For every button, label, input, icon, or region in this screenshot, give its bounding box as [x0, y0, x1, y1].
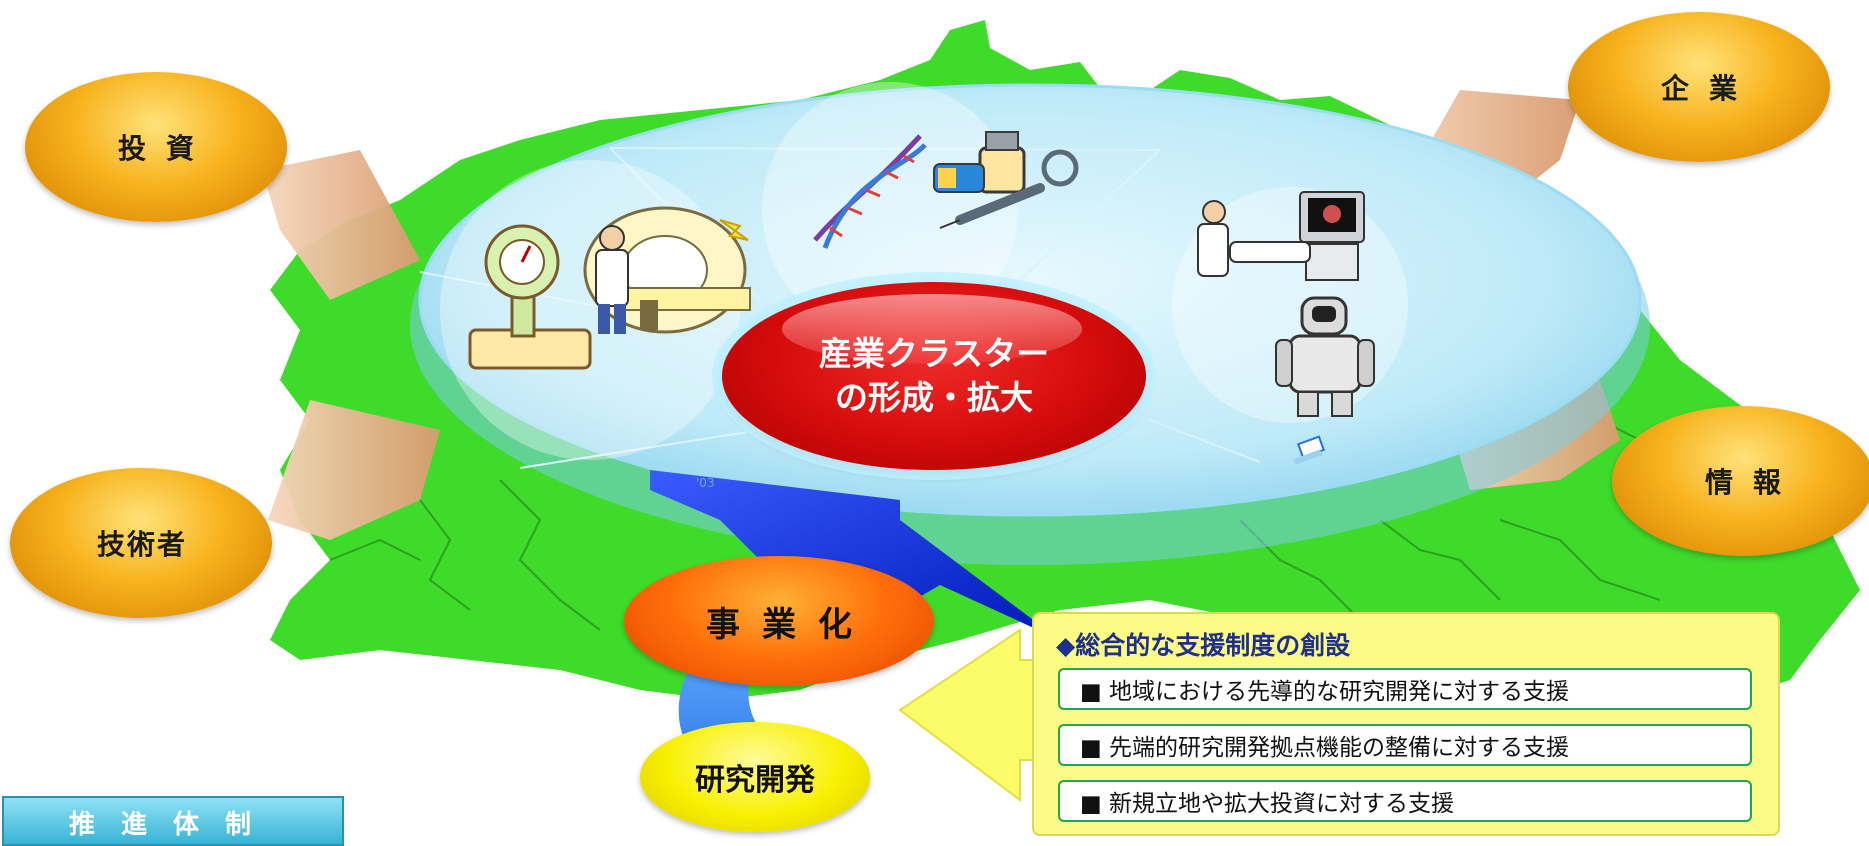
- disc-small-label: '03: [696, 476, 715, 490]
- scale-icon: [468, 224, 592, 370]
- medicine-bottle-icon: [933, 131, 1026, 194]
- support-title: ◆総合的な支援制度の創設: [1056, 631, 1351, 660]
- promotion-system-tab[interactable]: 推進体制: [2, 796, 344, 846]
- commercialization-oval: 事業化: [624, 556, 934, 686]
- companies-oval: 企業: [1568, 12, 1830, 162]
- core-label-line2: の形成・拡大: [835, 378, 1033, 417]
- companies-label: 企業: [1660, 72, 1757, 105]
- support-item: ■ 新規立地や拡大投資に対する支援: [1058, 780, 1752, 822]
- information-label: 情報: [1704, 466, 1801, 499]
- engineers-label: 技術者: [96, 528, 187, 561]
- core-highlight: [782, 294, 1082, 364]
- syringe-icon: [939, 149, 1079, 229]
- ultrasound-exam-icon: [1197, 191, 1365, 281]
- investment-oval: 投資: [25, 72, 287, 222]
- rnd-label: 研究開発: [695, 763, 815, 798]
- laptop-icon: [1293, 435, 1326, 465]
- engineers-oval: 技術者: [10, 468, 272, 618]
- information-oval: 情報: [1612, 406, 1869, 556]
- core-label-line1: 産業クラスター: [818, 334, 1050, 373]
- support-measures-box: ◆総合的な支援制度の創設 ■ 地域における先導的な研究開発に対する支援 ■ 先端…: [1032, 612, 1780, 836]
- support-item: ■ 先端的研究開発拠点機能の整備に対する支援: [1058, 724, 1752, 766]
- support-item: ■ 地域における先導的な研究開発に対する支援: [1058, 668, 1752, 710]
- input-arrow-investment: [262, 150, 420, 300]
- mri-scanner-icon: [583, 206, 751, 334]
- commercialization-label: 事業化: [706, 604, 874, 645]
- robot-icon: [1275, 296, 1375, 417]
- dna-icon: [813, 134, 927, 249]
- investment-label: 投資: [117, 132, 214, 165]
- industrial-cluster-core: 産業クラスター の形成・拡大: [722, 282, 1146, 470]
- rnd-oval: 研究開発: [640, 722, 870, 832]
- input-arrow-engineers: [268, 400, 440, 540]
